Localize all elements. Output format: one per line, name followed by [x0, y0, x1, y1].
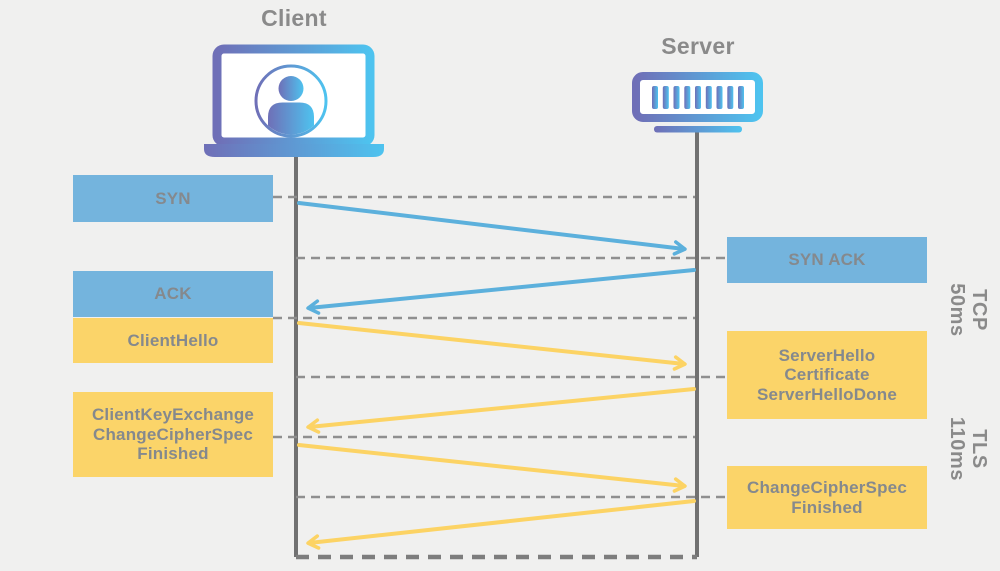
message-text: Finished [137, 444, 209, 464]
message-text: SYN ACK [788, 250, 866, 270]
phase-label-tcp: TCP 50ms [945, 268, 991, 352]
arrow-syn [297, 201, 687, 256]
phase-duration: 110ms [946, 416, 968, 482]
phase-protocol: TLS [968, 429, 990, 469]
message-text: ChangeCipherSpec [92, 424, 253, 444]
arrow-syn-ack [306, 268, 696, 315]
laptop-user-icon [204, 44, 384, 157]
message-box-syn: SYN [73, 175, 273, 222]
arrow-client-key-exchange [297, 443, 687, 493]
message-text: ServerHelloDone [757, 384, 897, 404]
arrow-server-hello [306, 387, 696, 434]
message-text: ChangeCipherSpec [746, 478, 907, 497]
message-box-syn-ack: SYN ACK [727, 237, 927, 283]
arrow-client-hello [297, 321, 687, 371]
message-box-client-key-exchange: ClientKeyExchange ChangeCipherSpec Finis… [73, 392, 273, 477]
message-box-client-hello: ClientHello [73, 318, 273, 363]
message-box-change-cipher-spec: ChangeCipherSpec Finished [727, 466, 927, 529]
server-rack-icon [632, 72, 763, 133]
phase-label-tls: TLS 110ms [945, 407, 991, 491]
message-text: ServerHello [778, 345, 876, 365]
message-text: ClientKeyExchange [91, 405, 255, 425]
phase-protocol: TCP [968, 289, 990, 331]
message-text: ClientHello [127, 330, 219, 350]
client-title: Client [261, 5, 327, 31]
server-title: Server [661, 33, 735, 59]
message-box-ack: ACK [73, 271, 273, 317]
message-text: SYN [155, 188, 191, 208]
message-text: Certificate [784, 365, 870, 385]
message-text: ACK [154, 284, 192, 304]
phase-duration: 50ms [946, 283, 968, 337]
message-text: Finished [791, 497, 863, 517]
message-box-server-hello: ServerHello Certificate ServerHelloDone [727, 331, 927, 419]
arrow-change-cipher-spec [306, 499, 696, 550]
